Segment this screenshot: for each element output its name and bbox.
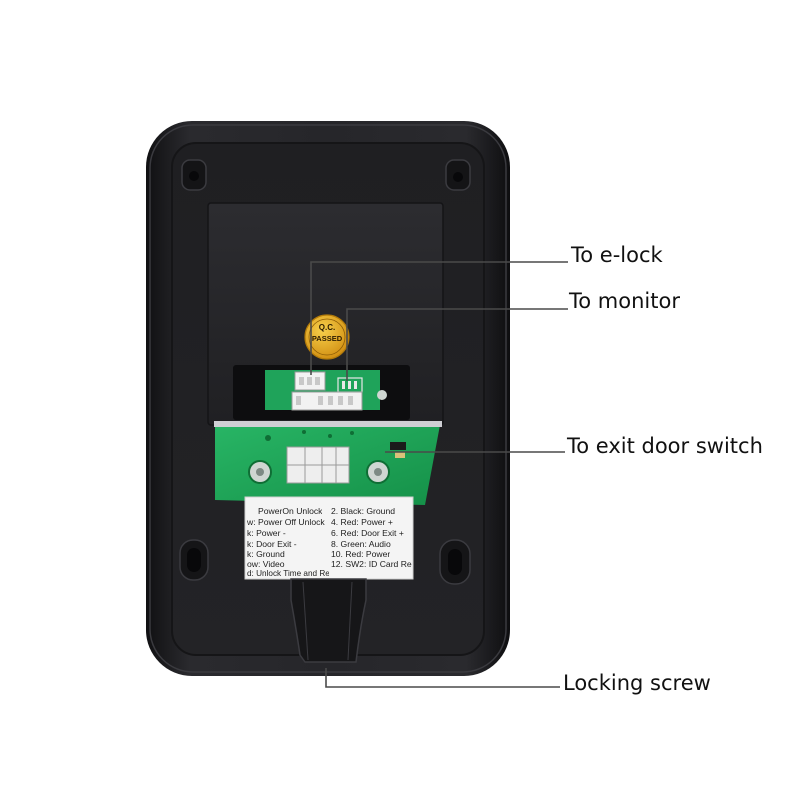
sticker-left-line: k: Ground xyxy=(247,550,285,559)
connector-main xyxy=(291,391,363,411)
connector-exit-switch xyxy=(286,446,350,484)
callout-to-monitor: To monitor xyxy=(569,289,680,313)
callout-locking-screw: Locking screw xyxy=(563,671,711,695)
leader-lines xyxy=(310,261,568,688)
callout-to-exit-door-switch: To exit door switch xyxy=(567,434,763,458)
sticker-left-line: k: Door Exit - xyxy=(247,540,297,549)
qc-seal xyxy=(304,314,350,360)
sticker-right-line: 2. Black: Ground xyxy=(331,507,396,516)
sticker-right-line: 12. SW2: ID Card Re xyxy=(331,560,412,569)
sticker-left-line: d: Unlock Time and Remote Controller Se xyxy=(247,570,329,578)
callout-to-elock: To e-lock xyxy=(571,243,663,267)
housing-rim xyxy=(149,124,507,673)
sticker-left-line: w: Power Off Unlock xyxy=(247,518,325,527)
sticker-right-line: 8. Green: Audio xyxy=(331,540,391,549)
qc-seal-label-line2: PASSED xyxy=(311,334,343,343)
sticker-right-line: 6. Red: Door Exit + xyxy=(331,529,404,538)
leader-line-monitor xyxy=(346,308,568,381)
sticker-left-line: PowerOn Unlock xyxy=(258,507,323,516)
connector-elock xyxy=(294,371,326,391)
leader-line-elock xyxy=(310,261,568,375)
mount-hole-bottom-right xyxy=(439,539,471,585)
wiring-sticker xyxy=(244,496,414,580)
sticker-left-line: k: Power - xyxy=(247,529,286,538)
connector-monitor xyxy=(337,377,363,393)
mount-hole-top-left xyxy=(181,159,207,191)
qc-seal-label-line1: Q.C. xyxy=(318,323,336,332)
sticker-left-line: ow: Video xyxy=(247,560,285,569)
mount-hole-bottom-left xyxy=(179,539,209,581)
sticker-right-line: 4. Red: Power + xyxy=(331,518,393,527)
mount-hole-top-right xyxy=(445,159,471,191)
cable-channel xyxy=(290,578,367,663)
leader-line-locking-screw xyxy=(325,668,560,688)
sticker-right-line: 10. Red: Power xyxy=(331,550,391,559)
